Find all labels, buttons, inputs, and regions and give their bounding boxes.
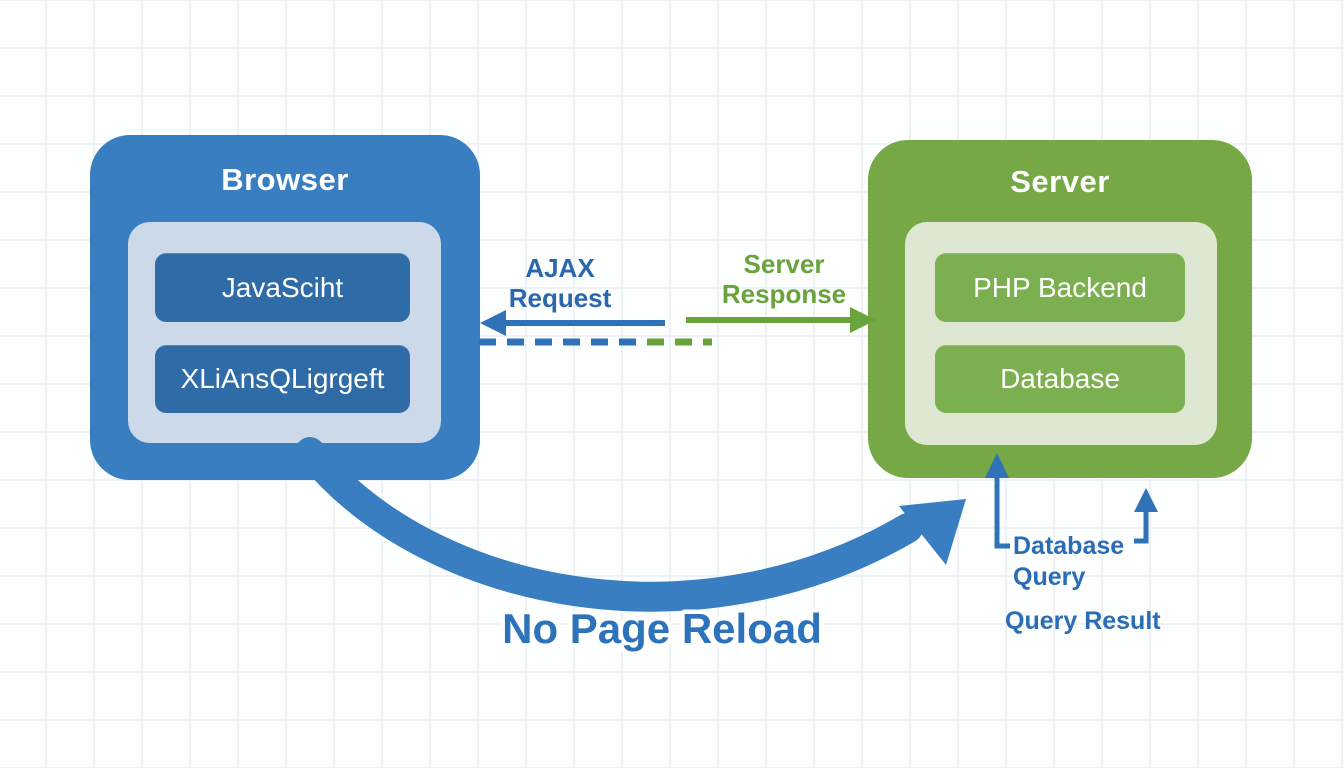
server-box: Server PHP Backend Database bbox=[868, 140, 1252, 478]
query-result-arrow bbox=[1134, 508, 1149, 544]
server-response-label: Server Response bbox=[674, 249, 894, 309]
query-result-label: Query Result bbox=[1005, 607, 1161, 635]
query-result-arrowhead-icon bbox=[1134, 488, 1158, 512]
database-component: Database bbox=[935, 345, 1185, 413]
ajax-request-label: AJAX Request bbox=[450, 253, 670, 313]
database-query-label-line1: Database bbox=[1013, 532, 1125, 560]
database-query-label-line2: Query bbox=[1013, 563, 1086, 591]
php-backend-component: PHP Backend bbox=[935, 253, 1185, 322]
browser-inner-panel: JavaSciht XLiAnsQLigrgeft bbox=[128, 222, 441, 443]
database-query-label: Database Query bbox=[1013, 531, 1124, 593]
database-query-arrow bbox=[994, 474, 1010, 549]
xmlhttprequest-component: XLiAnsQLigrgeft bbox=[155, 345, 410, 413]
ajax-request-arrowhead-icon bbox=[480, 310, 506, 336]
no-page-reload-label: No Page Reload bbox=[502, 605, 822, 652]
ajax-request-label-line1: AJAX bbox=[525, 253, 595, 283]
server-inner-panel: PHP Backend Database bbox=[905, 222, 1217, 445]
javascript-component: JavaSciht bbox=[155, 253, 410, 322]
server-title: Server bbox=[1010, 164, 1110, 199]
browser-box: Browser JavaSciht XLiAnsQLigrgeft bbox=[90, 135, 480, 480]
server-response-label-line2: Response bbox=[721, 279, 847, 309]
server-response-label-line1: Server bbox=[743, 249, 825, 279]
no-page-reload-arrowhead-icon bbox=[899, 499, 966, 565]
ajax-request-label-line2: Request bbox=[508, 283, 612, 313]
browser-title: Browser bbox=[221, 162, 349, 197]
